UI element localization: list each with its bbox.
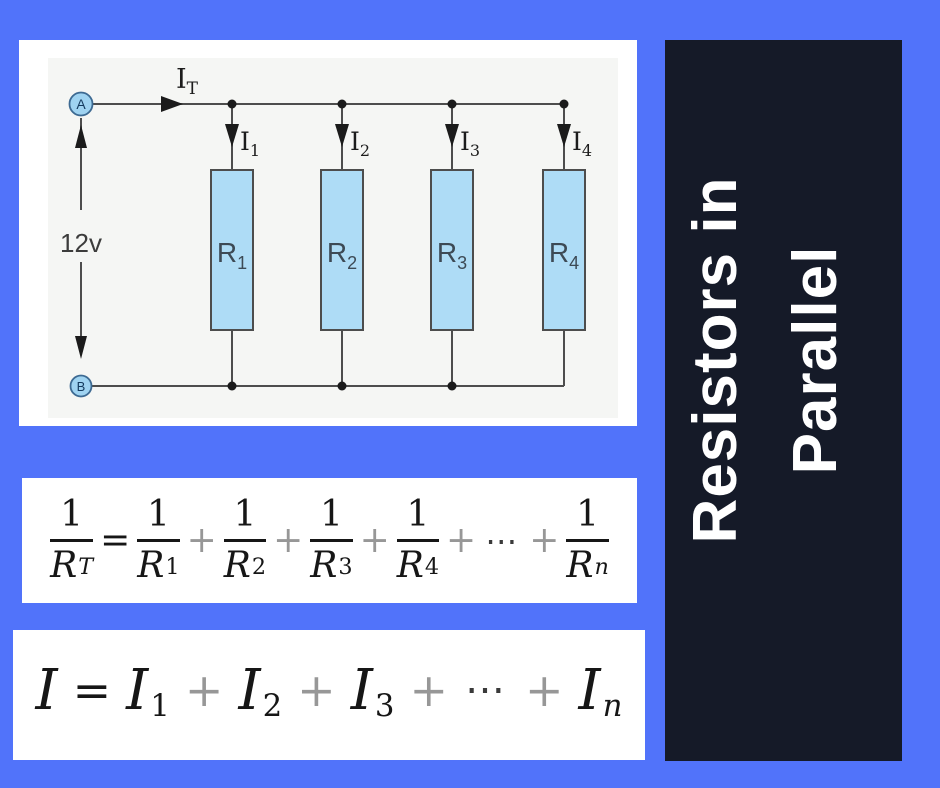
resistor-3-body [430, 169, 474, 331]
resistor-2-body [320, 169, 364, 331]
junction-dot [447, 99, 457, 109]
total-current-symbol: I [35, 657, 58, 723]
node-a-label: A [76, 96, 86, 112]
circuit-diagram-panel: A B IT I1 I2 I3 I4 R1 R2 R3 R4 12v [19, 40, 637, 426]
branch-1-current-arrowhead-icon [225, 124, 239, 147]
voltage-source-label: 12v [60, 228, 102, 258]
fraction-bar [137, 539, 180, 542]
resistor-4-label: R4 [549, 237, 579, 273]
branch-4-current-arrowhead-icon [557, 124, 571, 147]
resistor-1-label: R1 [217, 237, 247, 273]
fraction-bar [396, 539, 440, 542]
junction-dot [559, 99, 569, 109]
equals-sign: = [72, 663, 112, 717]
branch-2-current-label: I2 [350, 127, 370, 160]
resistor-1-body [210, 169, 254, 331]
fraction-bar [566, 539, 609, 542]
page-title-line2: Parallel [781, 245, 850, 475]
branch-1-current-label: I1 [240, 127, 260, 160]
parallel-circuit-diagram: A B IT I1 I2 I3 I4 R1 R2 R3 R4 12v [48, 58, 618, 418]
plus-sign: + [186, 519, 217, 561]
node-a [68, 91, 94, 117]
plus-sign: + [525, 663, 564, 717]
arrowheads [75, 96, 571, 359]
plus-sign: + [184, 663, 224, 717]
ellipsis: ⋯ [485, 521, 521, 560]
junction-dot [227, 381, 237, 391]
plus-sign: + [297, 663, 336, 717]
title-panel: Resistors in Parallel [665, 40, 902, 761]
voltage-down-arrowhead-icon [75, 336, 87, 359]
fraction-bar [223, 539, 267, 542]
ellipsis: ⋯ [465, 667, 508, 713]
junction-dots [227, 99, 569, 391]
page-title-line1: Resistors in [681, 176, 750, 544]
junction-dot [337, 381, 347, 391]
voltage-up-arrowhead-icon [75, 125, 87, 148]
plus-sign: + [529, 519, 560, 561]
junction-dot [447, 381, 457, 391]
junction-dot [227, 99, 237, 109]
plus-sign: + [409, 663, 448, 717]
junction-dot [337, 99, 347, 109]
resistors [210, 169, 586, 331]
resistor-3-label: R3 [437, 237, 467, 273]
branch-3-current-arrowhead-icon [445, 124, 459, 147]
total-current-label: IT [176, 64, 199, 99]
node-b [69, 374, 93, 398]
resistor-2-label: R2 [327, 237, 357, 273]
node-b-label: B [77, 379, 86, 394]
plus-sign: + [359, 519, 390, 561]
total-current-arrowhead-icon [161, 96, 183, 112]
equals-sign: = [100, 519, 131, 561]
page-title: Resistors in Parallel [666, 50, 866, 670]
plus-sign: + [446, 519, 477, 561]
branch-4-current-label: I4 [572, 127, 592, 160]
plus-sign: + [273, 519, 304, 561]
branch-2-current-arrowhead-icon [335, 124, 349, 147]
fraction-bar [310, 539, 353, 542]
branch-3-current-label: I3 [460, 127, 480, 160]
resistor-4-body [542, 169, 586, 331]
fraction-bar [50, 539, 94, 542]
